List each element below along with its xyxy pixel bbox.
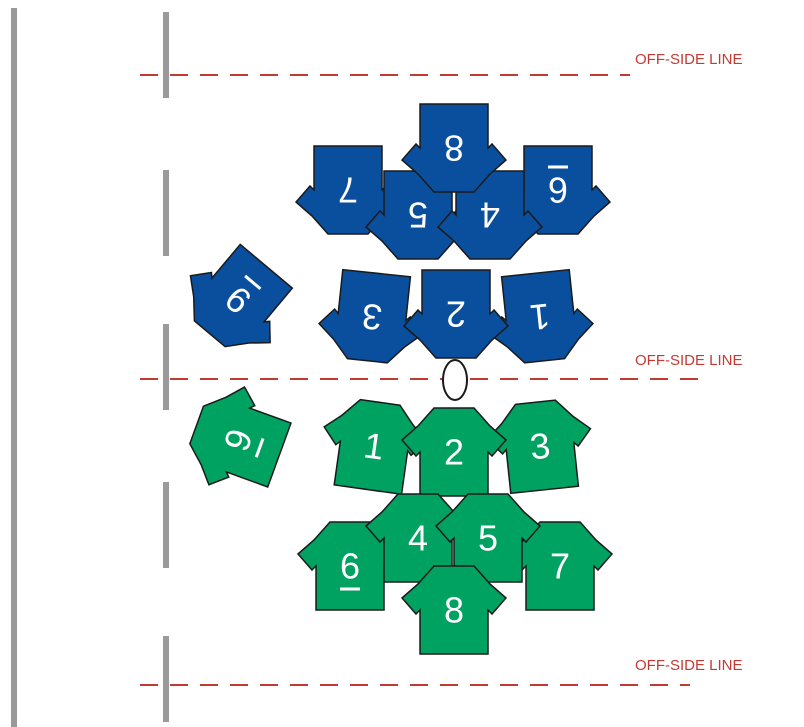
offside-label-bottom: OFF-SIDE LINE — [635, 657, 743, 674]
blue-player-4: 4 — [437, 170, 543, 260]
blue-player-5-number: 5 — [408, 195, 428, 236]
blue-player-8: 8 — [401, 103, 507, 193]
blue-player-3: 3 — [314, 267, 430, 367]
blue-player-1: 1 — [482, 267, 598, 367]
rugby-ball-icon — [442, 359, 468, 401]
green-player-4: 4 — [365, 493, 471, 583]
blue-player-6: 6 — [505, 145, 611, 235]
offside-line-top: OFF-SIDE LINE — [140, 51, 743, 76]
offside-label-top: OFF-SIDE LINE — [635, 51, 743, 68]
offside-label-middle: OFF-SIDE LINE — [635, 352, 743, 369]
touchline — [11, 8, 17, 727]
green-player-7: 7 — [507, 521, 613, 611]
green-player-7-number: 7 — [550, 546, 570, 587]
green-player-5-number: 5 — [478, 518, 498, 559]
blue-player-9: 9 — [169, 232, 307, 368]
green-player-5: 5 — [435, 493, 541, 583]
blue-team: 7 6 5 4 8 9 3 1 — [169, 103, 611, 368]
green-player-8-number: 8 — [444, 590, 464, 631]
blue-player-7: 7 — [295, 145, 401, 235]
green-player-9-underline — [254, 437, 265, 458]
offside-line-middle: OFF-SIDE LINE — [140, 352, 743, 380]
green-player-1: 1 — [315, 394, 433, 498]
blue-player-8-number: 8 — [444, 128, 464, 169]
green-player-2-number: 2 — [444, 432, 464, 473]
green-player-2: 2 — [401, 407, 507, 497]
green-player-3: 3 — [482, 396, 598, 496]
blue-player-4-number: 4 — [480, 195, 500, 236]
blue-player-3-number: 3 — [360, 296, 384, 339]
green-player-6: 6 — [297, 521, 403, 611]
green-player-8: 8 — [401, 565, 507, 655]
green-player-3-number: 3 — [528, 425, 552, 468]
blue-player-1-number: 1 — [528, 296, 552, 339]
blue-player-2-number: 2 — [446, 294, 466, 335]
green-player-4-number: 4 — [408, 518, 428, 559]
five-metre-line — [163, 12, 169, 722]
blue-player-5: 5 — [365, 170, 471, 260]
blue-player-6-number: 6 — [548, 170, 568, 211]
green-team: 9 1 3 2 6 7 4 5 — [178, 375, 613, 655]
offside-line-bottom: OFF-SIDE LINE — [140, 657, 743, 686]
blue-player-9-underline — [244, 274, 262, 290]
green-player-6-number: 6 — [340, 546, 360, 587]
blue-player-7-number: 7 — [338, 170, 358, 211]
green-player-9: 9 — [178, 375, 298, 505]
blue-player-2: 2 — [403, 269, 509, 359]
